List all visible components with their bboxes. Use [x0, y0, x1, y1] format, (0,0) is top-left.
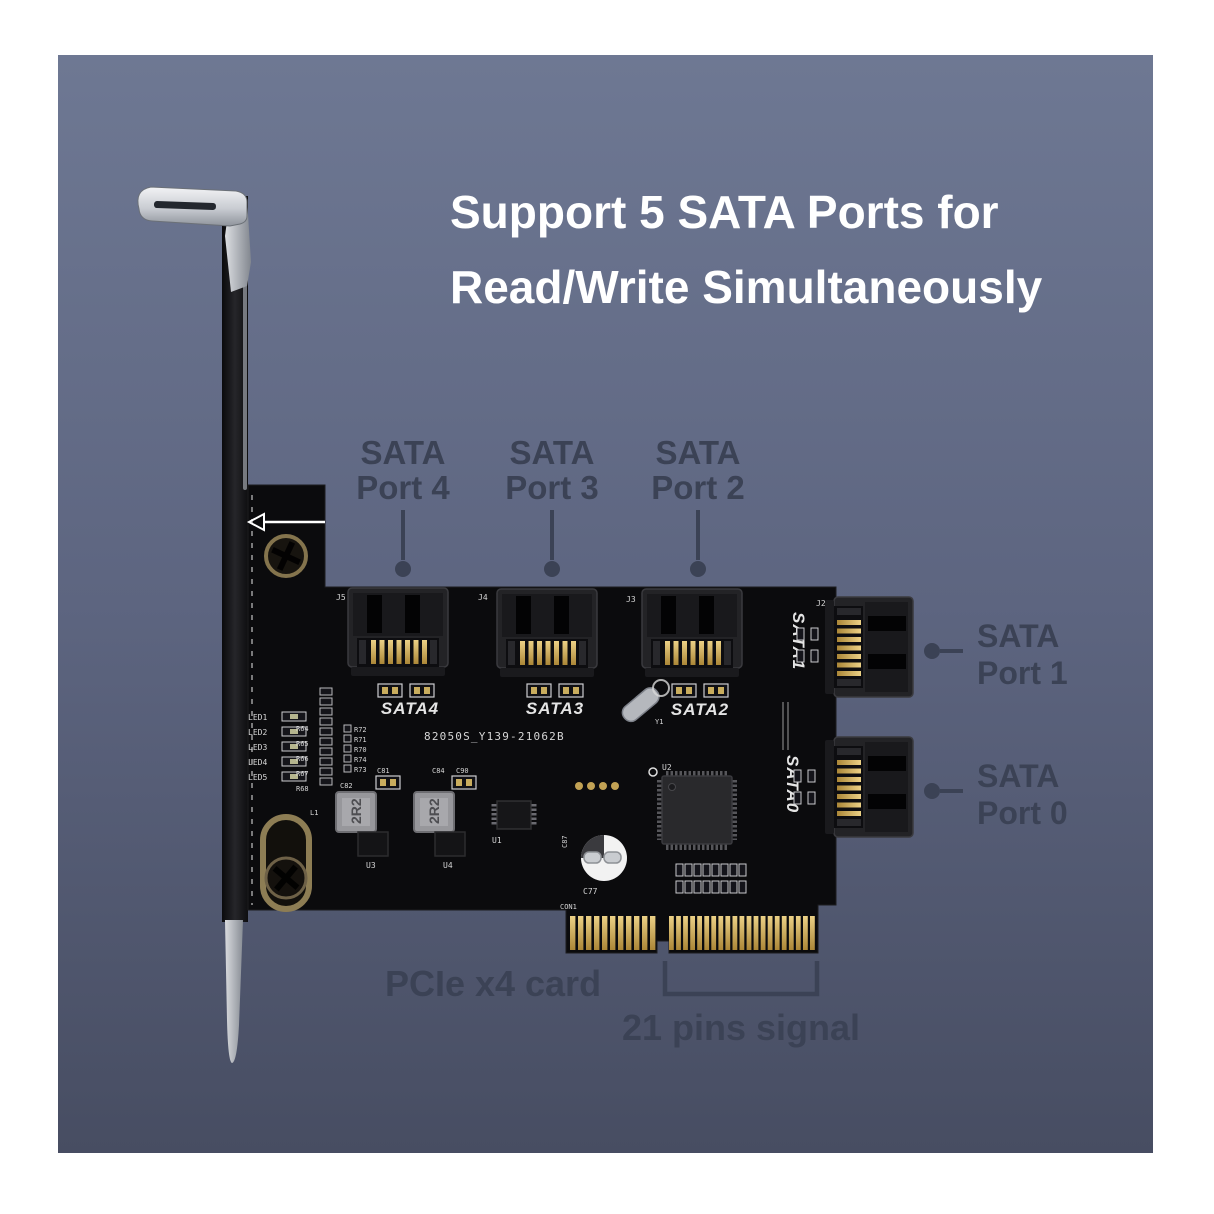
- silk-sata3: SATA3: [526, 699, 584, 718]
- bracket-tail: [225, 920, 243, 1063]
- sata-port-1-connector: [824, 596, 914, 698]
- pcie-fingers-signal: [669, 916, 815, 950]
- callout-port3-line1: SATA: [510, 434, 595, 471]
- chip-u4: [434, 831, 466, 857]
- crystal-y1: Y1: [621, 679, 670, 726]
- inductor-l1: 2R2: [335, 791, 377, 833]
- silk-sata4: SATA4: [381, 699, 439, 718]
- callout-sata-port-0: SATA Port 0: [924, 758, 1068, 831]
- silk-sata2: SATA2: [671, 700, 729, 719]
- c82-label: C82: [340, 782, 353, 790]
- led2-label: LED2: [248, 728, 267, 737]
- r66-label: R66: [296, 755, 309, 763]
- r68-label: R68: [296, 785, 309, 793]
- u4-label: U4: [443, 861, 453, 870]
- callout-sata-port-4: SATA Port 4: [356, 434, 450, 577]
- callout-port0-dot: [924, 783, 940, 799]
- callout-port2-line1: SATA: [656, 434, 741, 471]
- pcie-x4-card-label: PCIe x4 card: [385, 963, 601, 1004]
- board-code: 82050S_Y139-21062B: [424, 730, 565, 743]
- pcie-fingers-power: [570, 916, 656, 950]
- callout-sata-port-3: SATA Port 3: [505, 434, 599, 577]
- callout-port0-line2: Port 0: [977, 795, 1068, 831]
- u3-label: U3: [366, 861, 376, 870]
- bracket-hook-slot: [153, 201, 216, 210]
- r72-label: R72: [354, 726, 367, 734]
- callout-port4-line2: Port 4: [356, 469, 450, 506]
- callout-sata-port-1: SATA Port 1: [924, 618, 1068, 691]
- callout-port2-dot: [690, 561, 706, 577]
- test-point-dots: [575, 782, 619, 790]
- r74-label: R74: [354, 756, 367, 764]
- bracket-arrow-icon: [246, 512, 325, 532]
- inductor-l2-value: 2R2: [426, 798, 442, 824]
- r67-label: R67: [296, 770, 309, 778]
- c90-label: C90: [456, 767, 469, 775]
- callout-port3-line2: Port 3: [505, 469, 599, 506]
- c77-label: C77: [583, 887, 598, 896]
- sata-port-0-connector: [824, 736, 914, 838]
- led4-label: LED4: [248, 758, 267, 767]
- r64-label: R64: [296, 725, 309, 733]
- led3-label: LED3: [248, 743, 267, 752]
- led-block: LED1 LED2 LED3 LED4 LED5 R64 R65 R66 R67…: [248, 711, 309, 793]
- j3-label: J3: [626, 595, 636, 604]
- inductor-l2: 2R2: [413, 791, 455, 833]
- bracket-screw-bottom: [264, 856, 308, 900]
- main-controller-chip: U2: [648, 763, 737, 850]
- c87-label: C87: [561, 835, 569, 848]
- r65-label: R65: [296, 740, 309, 748]
- chip-u3: [357, 831, 389, 857]
- u2-label: U2: [662, 763, 672, 772]
- led5-label: LED5: [248, 773, 267, 782]
- resistor-cluster: R72 R71 R70 R74 R73: [343, 724, 367, 774]
- inductor-l1-value: 2R2: [348, 798, 364, 824]
- sata-port-2-connector: [641, 588, 743, 678]
- j2-label: J2: [816, 599, 826, 608]
- l1-label: L1: [310, 809, 318, 817]
- bracket-bar-highlight: [243, 220, 247, 490]
- mounting-bracket: [137, 186, 251, 1063]
- title-line-1: Support 5 SATA Ports for: [450, 186, 999, 238]
- con1-label: CON1: [560, 903, 577, 911]
- callout-port0-line1: SATA: [977, 758, 1059, 794]
- led1-label: LED1: [248, 713, 267, 722]
- callout-port1-line1: SATA: [977, 618, 1059, 654]
- callout-port3-dot: [544, 561, 560, 577]
- y1-label: Y1: [655, 718, 663, 726]
- bracket-screw-top: [264, 534, 308, 578]
- pins-signal-label: 21 pins signal: [622, 1007, 860, 1048]
- j5-label: J5: [336, 593, 346, 602]
- callout-port4-dot: [395, 561, 411, 577]
- sata-port-4-connector: [347, 587, 449, 677]
- pins-bracket: [662, 961, 820, 997]
- r73-label: R73: [354, 766, 367, 774]
- callout-port1-line2: Port 1: [977, 655, 1068, 691]
- callout-port4-line1: SATA: [361, 434, 446, 471]
- round-component: C87 C77: [561, 835, 627, 896]
- title-line-2: Read/Write Simultaneously: [450, 261, 1043, 313]
- callout-port2-line2: Port 2: [651, 469, 745, 506]
- chip-u1: [496, 800, 532, 830]
- callout-sata-port-2: SATA Port 2: [651, 434, 745, 577]
- sata-port-3-connector: [496, 588, 598, 678]
- c84-label: C84: [432, 767, 445, 775]
- u1-label: U1: [492, 836, 502, 845]
- c81-label: C81: [377, 767, 390, 775]
- j4-label: J4: [478, 593, 488, 602]
- callout-port1-dot: [924, 643, 940, 659]
- r71-label: R71: [354, 736, 367, 744]
- r70-label: R70: [354, 746, 367, 754]
